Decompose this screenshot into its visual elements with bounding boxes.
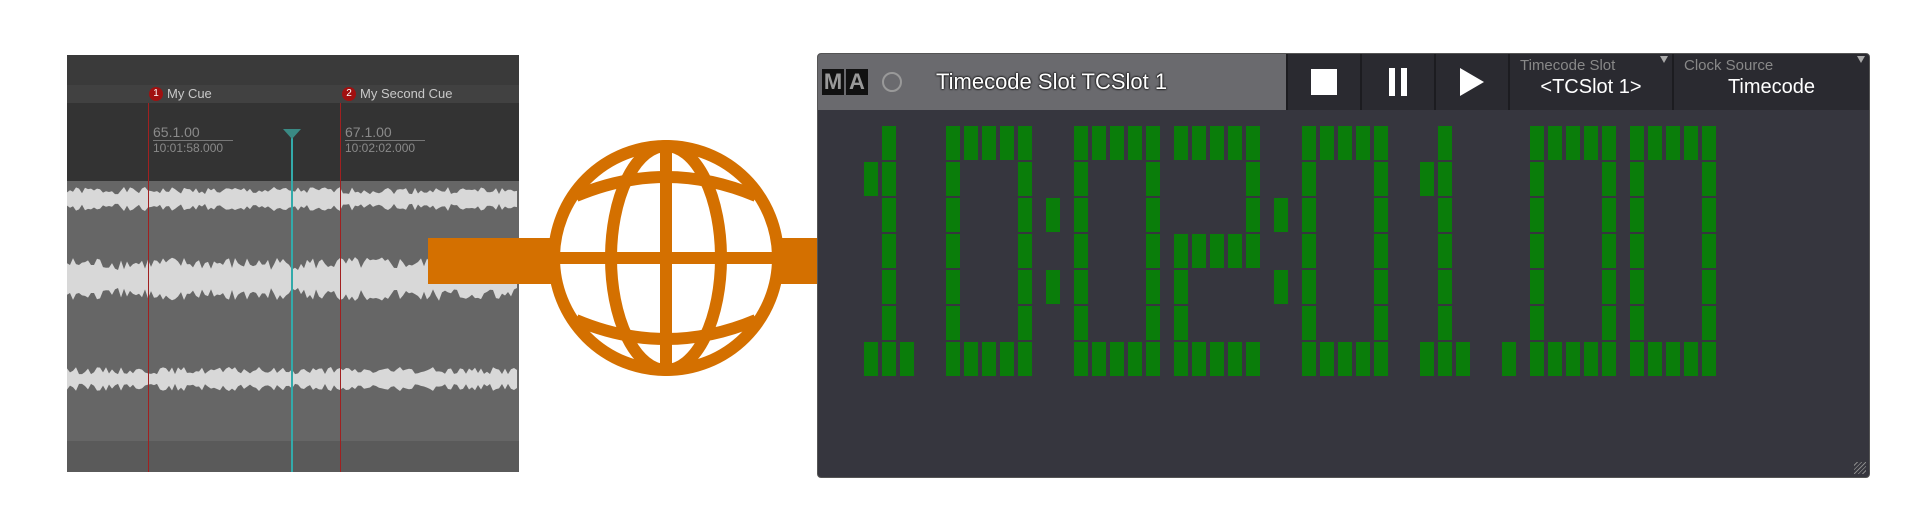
cue-label: My Second Cue [360, 86, 453, 101]
digit-glyph [1174, 126, 1260, 376]
colon-glyph [1046, 126, 1060, 376]
play-icon [1460, 68, 1484, 96]
digit-glyph [1402, 126, 1488, 376]
digit-glyph [1530, 126, 1616, 376]
play-button[interactable] [1434, 54, 1508, 110]
timecode-display [846, 126, 1716, 376]
timecode-slot-select[interactable]: Timecode Slot <TCSlot 1> [1508, 54, 1672, 110]
cue-number: 2 [342, 86, 356, 101]
cue-line [148, 103, 149, 472]
position: 65.1.00 [153, 125, 233, 141]
digit-glyph [1630, 126, 1716, 376]
colon-glyph [1274, 126, 1288, 376]
timeline-ruler [67, 441, 519, 472]
cue-marker-1[interactable]: 1 My Cue [149, 86, 212, 101]
timecode-slot-value: <TCSlot 1> [1540, 76, 1642, 98]
timecode-slot-label: Timecode Slot [1520, 57, 1616, 74]
digit-glyph [1074, 126, 1160, 376]
resize-grip-icon[interactable] [1854, 462, 1866, 474]
cue-row [67, 85, 519, 103]
timeline-header [67, 55, 519, 85]
pause-icon [1389, 68, 1395, 96]
clock-icon [882, 72, 902, 92]
position: 67.1.00 [345, 125, 425, 141]
globe-icon [548, 140, 784, 376]
stop-button[interactable] [1286, 54, 1360, 110]
playhead-line[interactable] [291, 135, 293, 472]
clock-source-value: Timecode [1727, 76, 1816, 98]
clock-source-label: Clock Source [1684, 57, 1774, 74]
dot-glyph [1502, 126, 1516, 376]
logo-m: M [822, 69, 844, 95]
stop-icon [1311, 69, 1337, 95]
logo-a: A [846, 69, 868, 95]
digit-glyph [1302, 126, 1388, 376]
window-title: Timecode Slot TCSlot 1 [936, 69, 1168, 94]
playhead-marker[interactable] [283, 129, 301, 139]
dropdown-icon [1660, 56, 1668, 63]
cue-number: 1 [149, 86, 163, 101]
digit-glyph [846, 126, 932, 376]
pause-button[interactable] [1360, 54, 1434, 110]
cue-marker-2[interactable]: 2 My Second Cue [342, 86, 453, 101]
time: 10:02:02.000 [345, 141, 416, 155]
digit-glyph [946, 126, 1032, 376]
cue-line [340, 103, 341, 472]
cue-label: My Cue [167, 86, 212, 101]
time: 10:01:58.000 [153, 141, 224, 155]
dropdown-icon [1857, 56, 1865, 63]
